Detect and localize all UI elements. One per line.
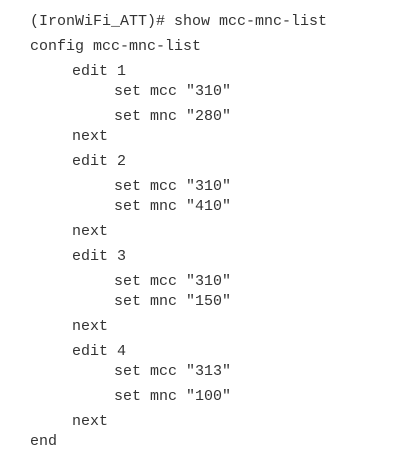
edit-entry-2: edit 2: [72, 153, 127, 170]
command-prompt-line: (IronWiFi_ATT)# show mcc-mnc-list: [30, 13, 328, 30]
edit-entry-3: edit 3: [72, 248, 127, 265]
set-mnc-2: set mnc "410": [114, 198, 232, 215]
set-mnc-1: set mnc "280": [114, 108, 232, 125]
set-mcc-2: set mcc "310": [114, 178, 232, 195]
config-block-start: config mcc-mnc-list: [30, 38, 202, 55]
next-2: next: [72, 223, 109, 240]
set-mcc-4: set mcc "313": [114, 363, 232, 380]
set-mcc-3: set mcc "310": [114, 273, 232, 290]
edit-entry-4: edit 4: [72, 343, 127, 360]
config-block-end: end: [30, 433, 58, 450]
next-1: next: [72, 128, 109, 145]
next-4: next: [72, 413, 109, 430]
set-mnc-3: set mnc "150": [114, 293, 232, 310]
edit-entry-1: edit 1: [72, 63, 127, 80]
set-mcc-1: set mcc "310": [114, 83, 232, 100]
next-3: next: [72, 318, 109, 335]
set-mnc-4: set mnc "100": [114, 388, 232, 405]
